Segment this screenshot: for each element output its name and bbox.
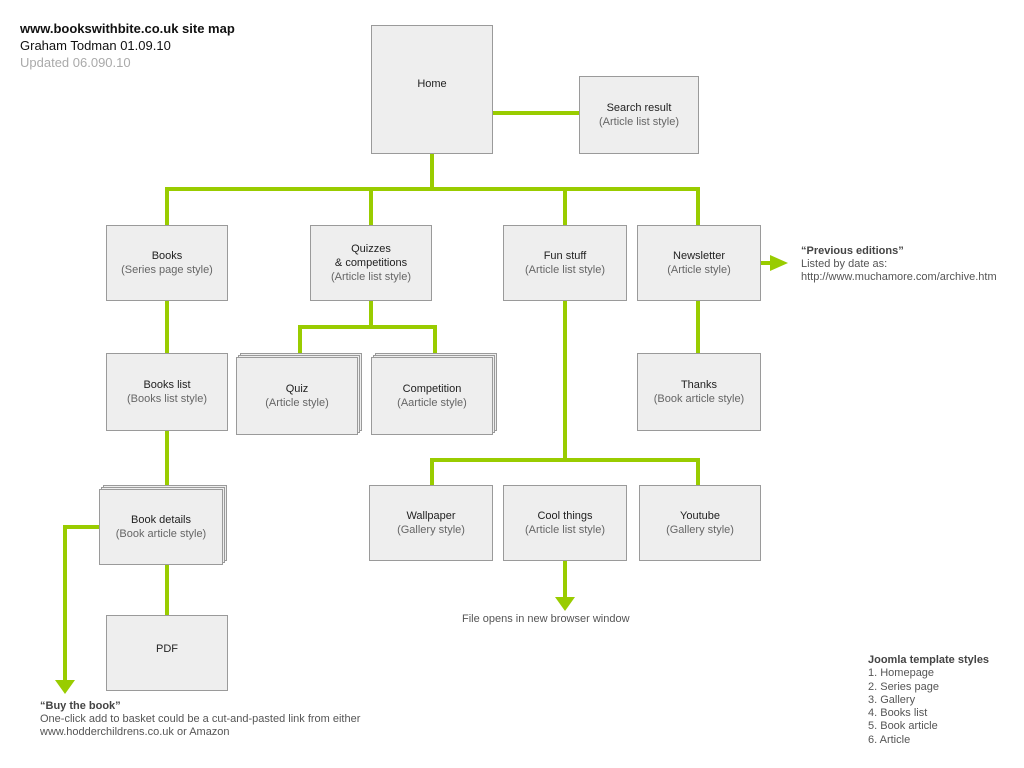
- node-bookdetails-title: Book details: [131, 514, 191, 526]
- node-books-title: Books: [151, 250, 183, 262]
- legend-item: 2. Series page: [868, 680, 939, 693]
- node-wallpaper: Wallpaper (Gallery style): [369, 485, 493, 561]
- node-coolthings-title: Cool things: [537, 510, 593, 522]
- node-fun-title: Fun stuff: [543, 250, 587, 262]
- node-newsletter: Newsletter (Article style): [637, 225, 761, 301]
- connector-buy-book: [63, 525, 100, 684]
- legend-title: Joomla template styles: [868, 654, 990, 666]
- node-wallpaper-title: Wallpaper: [406, 510, 456, 522]
- node-coolthings-style: (Article list style): [524, 524, 606, 536]
- note-previous-line1: Listed by date as:: [801, 258, 888, 270]
- node-books: Books (Series page style): [106, 225, 228, 301]
- note-previous-link: http://www.muchamore.com/archive.htm: [801, 271, 997, 283]
- node-book-details: Book details (Book article style): [99, 489, 223, 565]
- legend-item: 3. Gallery: [868, 693, 916, 706]
- node-home: Home: [371, 25, 493, 154]
- note-file-opens: File opens in new browser window: [462, 613, 630, 626]
- node-home-title: Home: [417, 78, 447, 90]
- note-previous-title: “Previous editions”: [801, 245, 904, 257]
- node-books-style: (Series page style): [121, 264, 213, 276]
- note-buy-line1: One-click add to basket could be a cut-a…: [40, 713, 361, 725]
- node-pdf: PDF: [106, 615, 228, 691]
- node-search-result: Search result (Article list style): [579, 76, 699, 154]
- sitemap-title: www.bookswithbite.co.uk site map: [20, 21, 235, 36]
- legend-item: 1. Homepage: [868, 667, 935, 680]
- note-previous-editions: “Previous editions” Listed by date as: h…: [801, 245, 997, 284]
- template-styles-legend: Joomla template styles 1. Homepage 2. Se…: [868, 654, 989, 747]
- node-quiz-style: (Article style): [265, 397, 329, 409]
- node-youtube: Youtube (Gallery style): [639, 485, 761, 561]
- node-competition-title: Competition: [402, 383, 462, 395]
- sitemap-header: www.bookswithbite.co.uk site map Graham …: [20, 20, 235, 71]
- node-cool-things: Cool things (Article list style): [503, 485, 627, 561]
- node-competition-style: (Aarticle style): [397, 397, 467, 409]
- node-quizzes-style: (Article list style): [330, 271, 412, 283]
- node-competition: Competition (Aarticle style): [371, 357, 493, 435]
- node-pdf-title: PDF: [156, 643, 178, 655]
- arrowhead-buy-book: [55, 680, 75, 694]
- arrowhead-file-opens: [555, 597, 575, 611]
- node-quizzes-title: Quizzes: [351, 243, 391, 255]
- node-thanks-title: Thanks: [680, 379, 718, 391]
- node-search-style: (Article list style): [598, 116, 680, 128]
- node-quizzes-title2: & competitions: [334, 257, 408, 269]
- node-search-title: Search result: [606, 102, 672, 114]
- node-bookslist-style: (Books list style): [126, 393, 208, 405]
- note-buy-line2: www.hodderchildrens.co.uk or Amazon: [40, 726, 230, 738]
- node-youtube-title: Youtube: [680, 510, 720, 522]
- node-wallpaper-style: (Gallery style): [397, 524, 465, 536]
- node-bookdetails-style: (Book article style): [115, 528, 207, 540]
- note-file-opens-text: File opens in new browser window: [462, 613, 630, 625]
- node-fun-style: (Article list style): [524, 264, 606, 276]
- note-buy-the-book: “Buy the book” One-click add to basket c…: [40, 700, 360, 739]
- note-buy-title: “Buy the book”: [40, 700, 121, 712]
- node-books-list: Books list (Books list style): [106, 353, 228, 431]
- legend-item: 5. Book article: [868, 720, 938, 733]
- node-thanks: Thanks (Book article style): [637, 353, 761, 431]
- node-bookslist-title: Books list: [143, 379, 191, 391]
- author-date: Graham Todman 01.09.10: [20, 38, 171, 53]
- updated-date: Updated 06.090.10: [20, 55, 131, 70]
- node-newsletter-title: Newsletter: [673, 250, 725, 262]
- node-fun-stuff: Fun stuff (Article list style): [503, 225, 627, 301]
- node-youtube-style: (Gallery style): [666, 524, 734, 536]
- node-quiz: Quiz (Article style): [236, 357, 358, 435]
- legend-item: 6. Article: [868, 733, 911, 746]
- node-thanks-style: (Book article style): [653, 393, 745, 405]
- legend-item: 4. Books list: [868, 707, 928, 720]
- node-quiz-title: Quiz: [285, 383, 309, 395]
- node-quizzes: Quizzes & competitions (Article list sty…: [310, 225, 432, 301]
- arrowhead-previous-editions: [770, 255, 788, 271]
- node-newsletter-style: (Article style): [667, 264, 731, 276]
